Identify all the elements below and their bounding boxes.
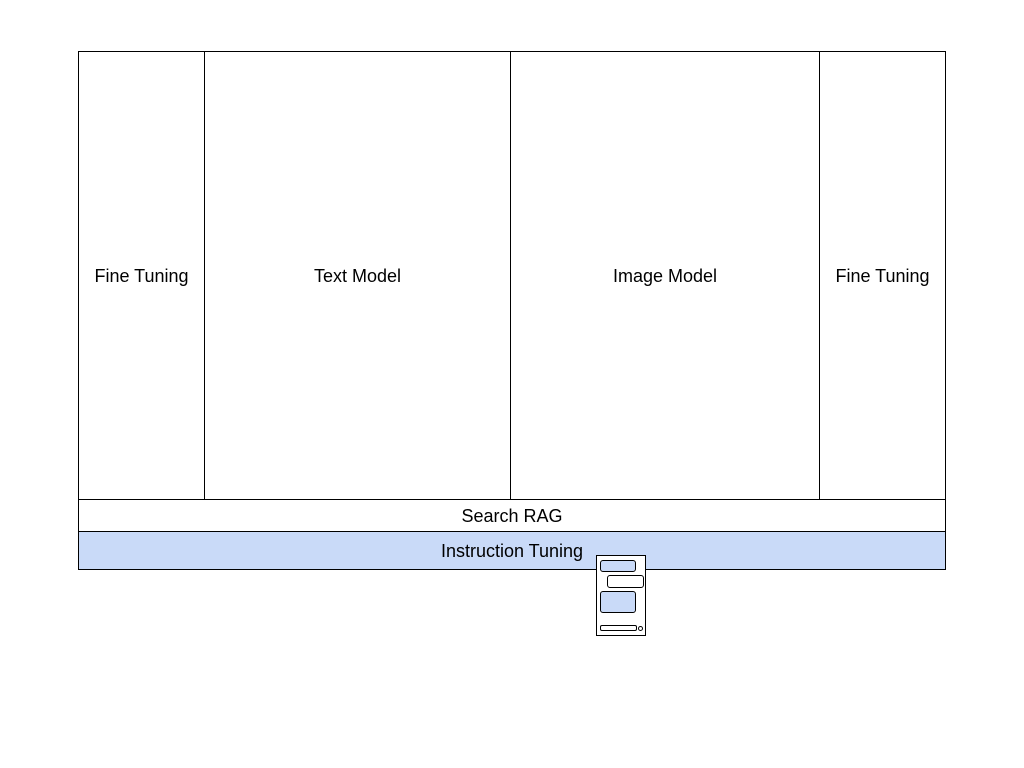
fine-tuning-right-label: Fine Tuning [835,265,930,286]
image-model-block: Image Model [510,51,820,500]
fine-tuning-left-block: Fine Tuning [78,51,205,500]
image-model-label: Image Model [612,265,718,286]
chat-bubble-2 [607,575,644,588]
text-model-block: Text Model [204,51,511,500]
text-model-label: Text Model [313,265,402,286]
search-rag-label: Search RAG [461,505,563,526]
chat-bubble-1 [600,560,636,572]
layer-diagram: Fine Tuning Text Model Image Model Fine … [78,51,946,570]
fine-tuning-left-label: Fine Tuning [94,265,189,286]
search-rag-block: Search RAG [78,499,946,532]
chat-phone-icon [596,555,646,636]
send-dot-icon [638,626,643,631]
instruction-tuning-label: Instruction Tuning [440,540,584,561]
chat-input-bar [600,625,637,631]
chat-bubble-3 [600,591,636,613]
fine-tuning-right-block: Fine Tuning [819,51,946,500]
instruction-tuning-block: Instruction Tuning [78,531,946,570]
